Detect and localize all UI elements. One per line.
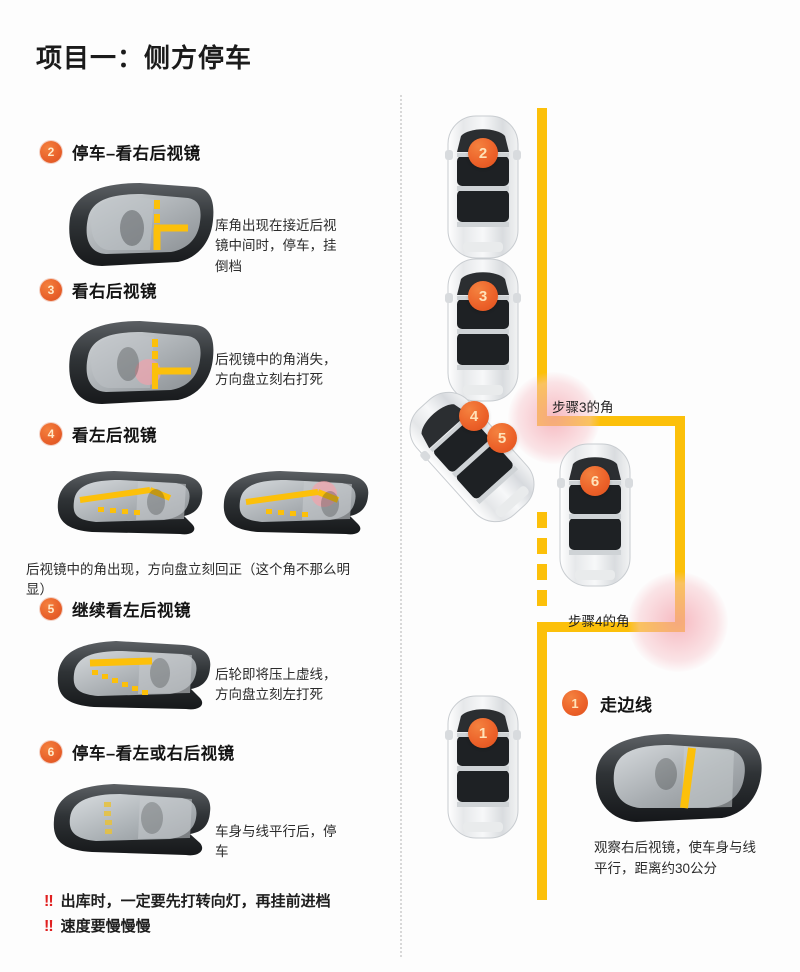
step-1-caption: 观察右后视镜，使车身与线平行，距离约30公分 (594, 840, 756, 876)
warning-row-2: ‼ 速度要慢慢慢 (44, 918, 331, 936)
step-4-badge: 4 (40, 423, 62, 445)
step-5-badge: 5 (40, 598, 62, 620)
step-6-badge: 6 (40, 741, 62, 763)
double-exclamation-icon: ‼ (44, 918, 54, 935)
step-1-title: 走边线 (600, 695, 653, 715)
car-top-view-4-5 (392, 374, 552, 539)
diagram-column: 步骤3的角 步骤4的角 (400, 0, 800, 972)
mirror-image-step-4-left (52, 468, 217, 546)
mirror-image-step-3 (58, 316, 218, 406)
step-item-2: 2 停车–看右后视镜 (0, 140, 400, 274)
step-item-5: 5 继续看左后视镜 (0, 597, 400, 710)
step-2-title: 停车–看右后视镜 (72, 145, 201, 163)
step-3-title: 看右后视镜 (72, 283, 157, 301)
step-3-badge: 3 (40, 279, 62, 301)
car-badge-5: 5 (487, 423, 517, 453)
step-6-caption: 车身与线平行后，停车 (215, 824, 337, 860)
mirror-image-step-6 (48, 780, 228, 868)
step-item-3: 3 看右后视镜 (0, 278, 400, 404)
step-4-caption: 后视镜中的角出现，方向盘立刻回正（这个角不那么明显） (26, 562, 350, 598)
mirror-image-step-1 (588, 728, 768, 826)
car-badge-3: 3 (468, 281, 498, 311)
corner-glow-step4 (628, 572, 728, 672)
step-6-title: 停车–看左或右后视镜 (72, 745, 235, 763)
mirror-image-step-4-right (218, 468, 383, 546)
car-badge-6: 6 (580, 466, 610, 496)
step-item-6: 6 停车–看左或右后视镜 (0, 740, 400, 859)
step-2-caption: 库角出现在接近后视镜中间时，停车，挂倒档 (215, 218, 337, 274)
step-2-header: 2 停车–看右后视镜 (0, 140, 400, 164)
step-3-caption: 后视镜中的角消失，方向盘立刻右打死 (215, 352, 337, 388)
warning-text-2: 速度要慢慢慢 (60, 918, 151, 935)
steps-column: 2 停车–看右后视镜 (0, 140, 400, 943)
mirror-image-step-5 (52, 637, 227, 723)
car-top-view-3: 3 (443, 255, 523, 405)
car-badge-4: 4 (459, 401, 489, 431)
label-step3-corner: 步骤3的角 (552, 400, 614, 415)
double-exclamation-icon: ‼ (44, 893, 54, 910)
step-item-4: 4 看左后视镜 (0, 422, 400, 597)
step-3-header: 3 看右后视镜 (0, 278, 400, 302)
step-4-header: 4 看左后视镜 (0, 422, 400, 446)
label-step4-corner: 步骤4的角 (568, 614, 630, 629)
step-5-caption: 后轮即将压上虚线，方向盘立刻左打死 (215, 667, 337, 703)
step-2-badge: 2 (40, 141, 62, 163)
car-top-view-1: 1 (443, 692, 523, 842)
car-top-view-6: 6 (555, 440, 635, 590)
car-badge-2: 2 (468, 138, 498, 168)
step-4-title: 看左后视镜 (72, 427, 157, 445)
step-1-header: 1 走边线 (562, 690, 653, 716)
parking-bay-lines (537, 108, 685, 900)
step-5-header: 5 继续看左后视镜 (0, 597, 400, 621)
step-6-header: 6 停车–看左或右后视镜 (0, 740, 400, 764)
step-5-title: 继续看左后视镜 (72, 602, 191, 620)
column-divider (400, 95, 402, 957)
page-title: 项目一：侧方停车 (36, 43, 253, 73)
car-badge-1: 1 (468, 718, 498, 748)
warnings-block: ‼ 出库时，一定要先打转向灯，再挂前进档 ‼ 速度要慢慢慢 (44, 893, 331, 943)
car-top-view-2: 2 (443, 112, 523, 262)
warning-row-1: ‼ 出库时，一定要先打转向灯，再挂前进档 (44, 893, 331, 911)
warning-text-1: 出库时，一定要先打转向灯，再挂前进档 (60, 893, 331, 910)
step-1-badge: 1 (562, 690, 588, 716)
mirror-image-step-2 (58, 178, 218, 268)
